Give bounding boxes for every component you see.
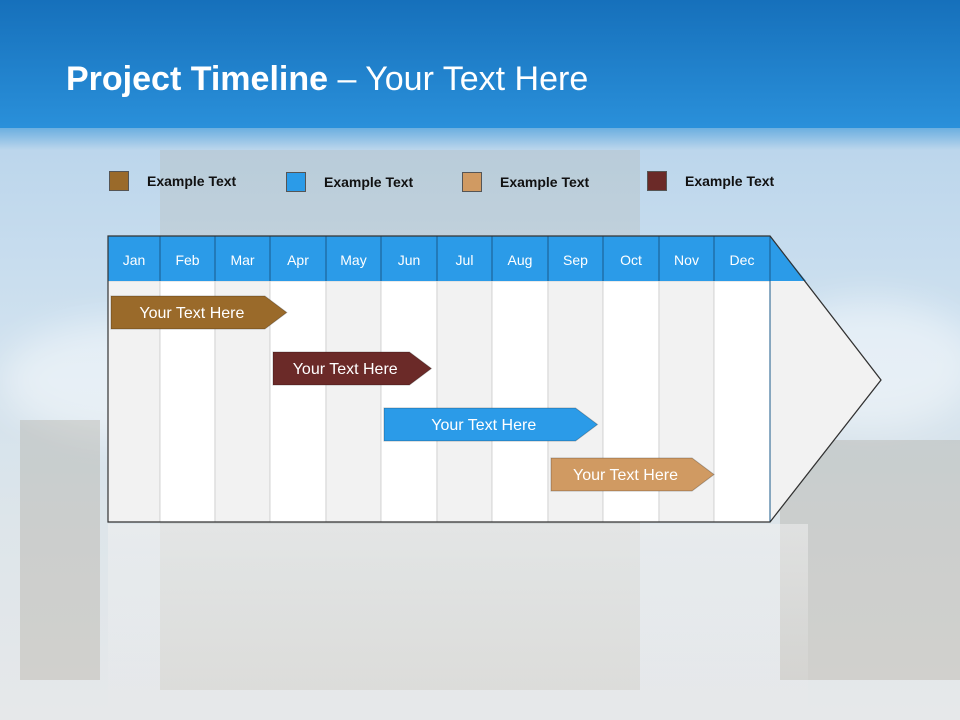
title-bar: [0, 0, 960, 128]
month-label-sep: Sep: [563, 252, 588, 268]
task-bar-label: Your Text Here: [431, 417, 536, 434]
legend-item-1: Example Text: [109, 171, 236, 191]
timeline-outline: [107, 235, 882, 523]
title-rest: – Your Text Here: [328, 60, 589, 98]
legend-swatch: [462, 172, 482, 192]
month-label-jul: Jul: [456, 252, 474, 268]
month-label-may: May: [340, 252, 366, 268]
legend-item-3: Example Text: [462, 172, 589, 192]
timeline-reflection: [108, 524, 808, 720]
month-column: [713, 280, 771, 523]
legend-swatch: [647, 171, 667, 191]
month-header: [108, 236, 770, 281]
legend-item-4: Example Text: [647, 171, 774, 191]
month-label-jan: Jan: [123, 252, 146, 268]
legend-label: Example Text: [147, 173, 237, 189]
page-title: Project Timeline – Your Text Here: [66, 60, 588, 99]
month-column: [491, 280, 549, 523]
task-bar-label: Your Text Here: [573, 467, 678, 484]
task-bar: [550, 457, 715, 492]
legend-label: Example Text: [685, 173, 775, 189]
task-bar: [110, 295, 288, 330]
month-column: [436, 280, 493, 523]
legend-label: Example Text: [500, 174, 590, 190]
legend-swatch: [286, 172, 306, 192]
task-bar: [272, 351, 433, 386]
task-bar: [383, 407, 599, 442]
month-label-feb: Feb: [175, 252, 199, 268]
month-label-apr: Apr: [287, 252, 309, 268]
legend-item-2: Example Text: [286, 172, 413, 192]
legend-label: Example Text: [324, 174, 414, 190]
month-label-aug: Aug: [508, 252, 533, 268]
month-column: [325, 280, 382, 523]
month-column: [380, 280, 438, 523]
task-bar-label: Your Text Here: [293, 361, 398, 378]
task-bar-label: Your Text Here: [139, 305, 244, 322]
month-label-dec: Dec: [730, 252, 755, 268]
month-label-oct: Oct: [620, 252, 642, 268]
month-label-jun: Jun: [398, 252, 421, 268]
title-bold: Project Timeline: [66, 60, 329, 98]
month-label-nov: Nov: [674, 252, 699, 268]
legend-swatch: [109, 171, 129, 191]
month-label-mar: Mar: [230, 252, 254, 268]
